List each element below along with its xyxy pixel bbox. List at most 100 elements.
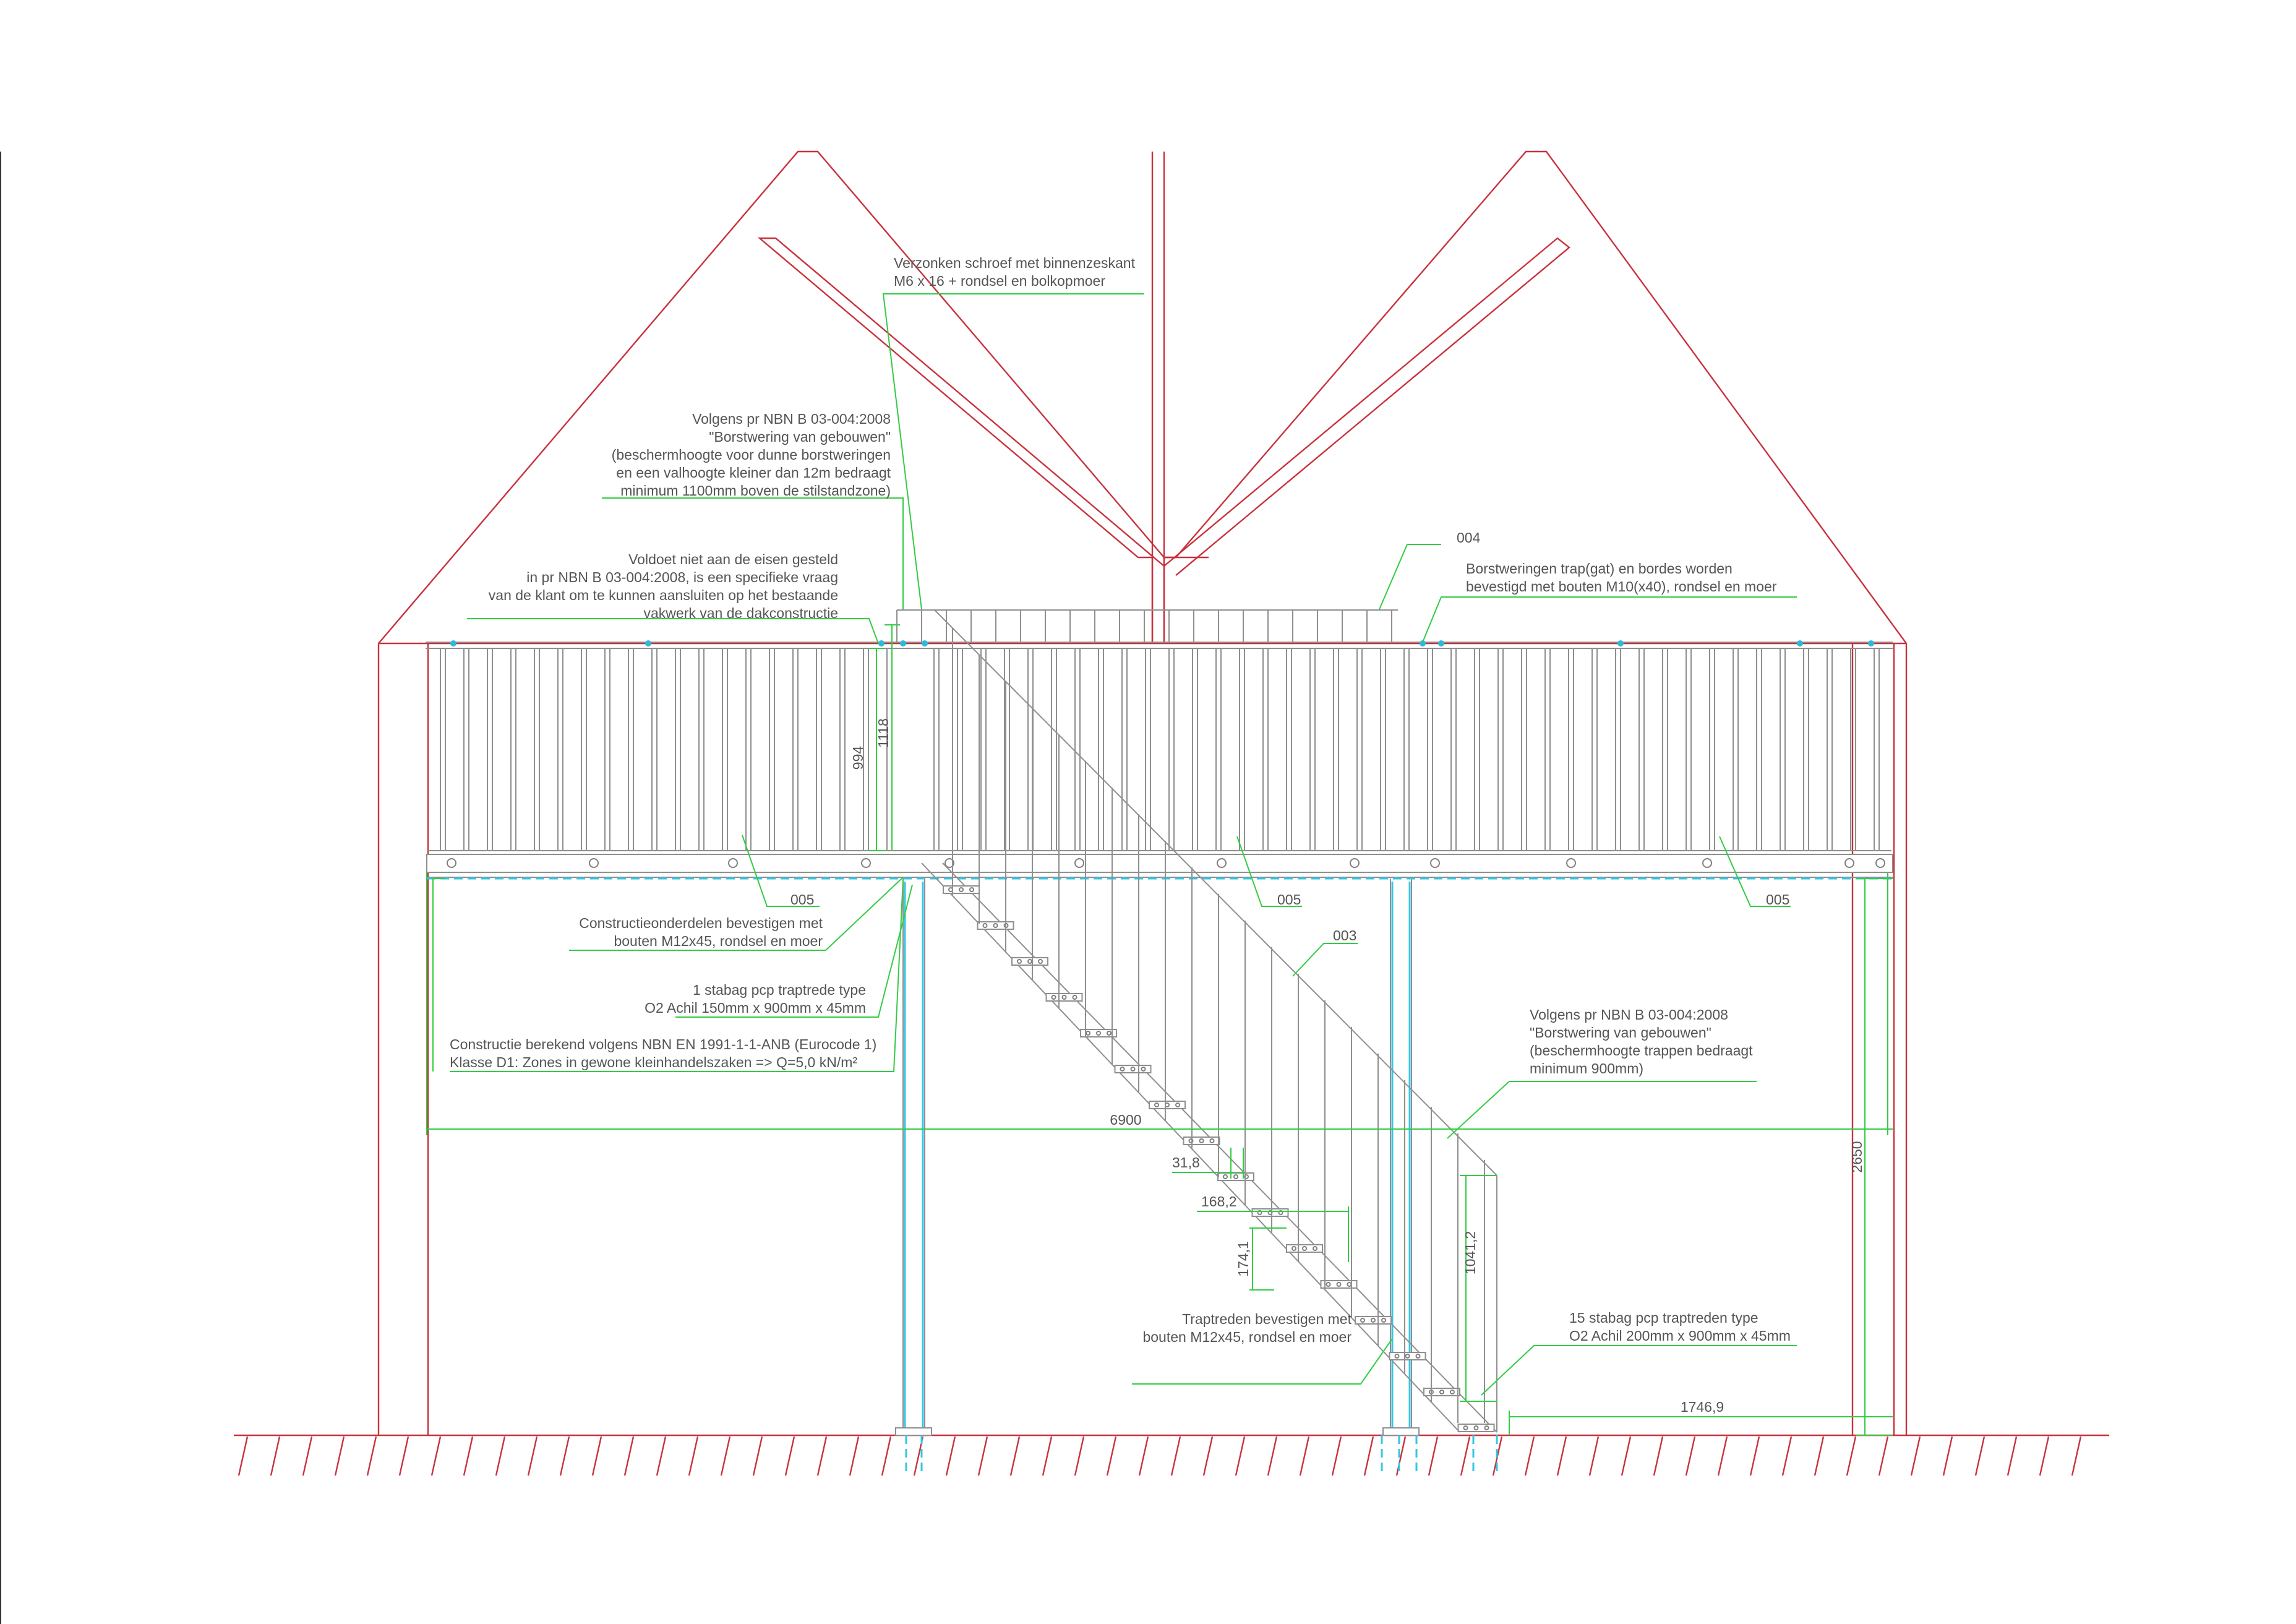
dimension-lines <box>426 624 1893 1436</box>
tread-bolt <box>1199 1138 1204 1143</box>
beam-bolt <box>728 858 738 868</box>
railing-bolt <box>1617 640 1624 647</box>
svg-text:van de klant om te kunnen aans: van de klant om te kunnen aansluiten op … <box>489 587 838 603</box>
tread-bolt <box>959 887 964 892</box>
dim-994: 994 <box>850 746 866 770</box>
ground-hatch <box>398 1436 409 1476</box>
beam-bolt <box>447 858 456 868</box>
svg-text:Constructie berekend volgens N: Constructie berekend volgens NBN EN 1991… <box>450 1036 876 1052</box>
tread-bolt <box>969 887 974 892</box>
ground-hatch <box>591 1436 602 1476</box>
ground-hatch <box>1428 1436 1439 1476</box>
ground-hatch <box>430 1436 442 1476</box>
ground-hatch <box>366 1436 377 1476</box>
dim-1746-9: 1746,9 <box>1681 1399 1724 1415</box>
svg-text:in pr NBN B 03-004:2008, is ee: in pr NBN B 03-004:2008, is een specifie… <box>526 569 838 585</box>
ground-hatch <box>977 1436 988 1476</box>
stair-foot-anchors <box>1472 1435 1498 1476</box>
building-walls <box>377 643 1908 1435</box>
tread-bolt <box>1072 995 1077 1000</box>
railing-bolt <box>645 640 651 647</box>
svg-text:Borstweringen trap(gat) en bor: Borstweringen trap(gat) en bordes worden <box>1466 561 1733 577</box>
note-screw: Verzonken schroef met binnenzeskant M6 x… <box>894 255 1136 289</box>
ground-hatch <box>945 1436 956 1476</box>
ground-hatch <box>849 1436 860 1476</box>
tread-bolt <box>1439 1390 1444 1394</box>
dim-174-1: 174,1 <box>1235 1241 1251 1277</box>
tread-bolt <box>1371 1318 1376 1323</box>
svg-text:Klasse D1: Zones in gewone kle: Klasse D1: Zones in gewone kleinhandelsz… <box>450 1054 857 1070</box>
beam-bolt <box>1844 858 1854 868</box>
tag-005-middle: 005 <box>1277 891 1301 908</box>
stair-opening-railing <box>896 609 1398 642</box>
tag-004: 004 <box>1457 530 1481 546</box>
beam-bolt <box>1350 858 1360 868</box>
tread-bolt <box>1405 1354 1410 1359</box>
tread-bolt <box>1415 1354 1421 1359</box>
ground-hatch <box>1524 1436 1535 1476</box>
tag-005-left: 005 <box>790 891 814 908</box>
ground-hatch <box>720 1436 731 1476</box>
svg-text:O2 Achil 150mm x 900mm x 45mm: O2 Achil 150mm x 900mm x 45mm <box>645 1000 866 1016</box>
beam-bolt <box>1875 858 1885 868</box>
dim-1118: 1118 <box>875 718 891 748</box>
tread-bolt <box>1463 1425 1468 1430</box>
tag-003: 003 <box>1333 927 1356 943</box>
ground-hatch <box>623 1436 635 1476</box>
ground-hatch <box>656 1436 667 1476</box>
note-construct-fix: Constructieonderdelen bevestigen met bou… <box>579 915 823 949</box>
floor-beam <box>426 640 1893 880</box>
tread-bolt <box>1292 1246 1296 1251</box>
dim-6900: 6900 <box>1110 1112 1141 1128</box>
beam-bolt <box>861 858 871 868</box>
roof-structure <box>378 150 1907 645</box>
ground-hatch <box>1267 1436 1278 1476</box>
tread-bolt <box>1233 1174 1238 1179</box>
ground-hatch <box>1460 1436 1471 1476</box>
tread-bolt <box>1473 1425 1479 1430</box>
tread-bolt <box>1450 1390 1455 1394</box>
svg-text:bevestigd met bouten M10(x40),: bevestigd met bouten M10(x40), rondsel e… <box>1466 578 1777 595</box>
ground-hatch <box>1170 1436 1181 1476</box>
beam-bolt <box>589 858 599 868</box>
tread-bolt <box>1038 959 1043 964</box>
note-tread-1: 1 stabag pcp traptrede type O2 Achil 150… <box>645 982 866 1016</box>
ground-hatch <box>1138 1436 1149 1476</box>
tread-bolt <box>1027 959 1032 964</box>
tread-bolt <box>1223 1174 1228 1179</box>
ground-hatch <box>495 1436 506 1476</box>
svg-text:Voldoet niet aan de eisen gest: Voldoet niet aan de eisen gesteld <box>628 551 838 567</box>
svg-text:O2 Achil 200mm x 900mm x 45mm: O2 Achil 200mm x 900mm x 45mm <box>1569 1328 1791 1344</box>
railing-bolt <box>1868 640 1874 647</box>
ground-line <box>234 1434 2109 1476</box>
tread-bolt <box>1336 1282 1342 1287</box>
ground-hatch <box>1331 1436 1342 1476</box>
ground-hatch <box>238 1436 249 1476</box>
dim-31-8: 31,8 <box>1172 1154 1200 1171</box>
ground-hatch <box>1749 1436 1760 1476</box>
column-right <box>1381 879 1420 1476</box>
ground-hatch <box>1974 1436 1985 1476</box>
ground-hatch <box>527 1436 538 1476</box>
ground-hatch <box>2071 1436 2082 1476</box>
beam-bolt <box>1074 858 1084 868</box>
svg-text:Traptreden bevestigen met: Traptreden bevestigen met <box>1182 1311 1352 1327</box>
beam-bolt <box>1702 858 1712 868</box>
ground-hatch <box>1653 1436 1664 1476</box>
ground-hatch <box>1299 1436 1310 1476</box>
railing-bolt <box>922 640 928 647</box>
ground-hatch <box>1556 1436 1567 1476</box>
tag-005-right: 005 <box>1766 891 1789 908</box>
ground-hatch <box>1074 1436 1085 1476</box>
tread-bolt <box>1313 1246 1317 1251</box>
ground-hatch <box>784 1436 795 1476</box>
ground-hatch <box>1846 1436 1857 1476</box>
beam-bolt <box>1566 858 1576 868</box>
svg-text:(beschermhoogte voor dunne bor: (beschermhoogte voor dunne borstweringen <box>612 447 891 463</box>
svg-text:15 stabag pcp traptreden type: 15 stabag pcp traptreden type <box>1569 1310 1758 1326</box>
ground-hatch <box>2039 1436 2050 1476</box>
railing-bolt <box>450 640 456 647</box>
tread-bolt <box>1120 1067 1125 1072</box>
svg-text:(beschermhoogte trappen bedraa: (beschermhoogte trappen bedraagt <box>1530 1042 1753 1059</box>
svg-text:Volgens pr NBN B 03-004:2008: Volgens pr NBN B 03-004:2008 <box>692 411 891 427</box>
